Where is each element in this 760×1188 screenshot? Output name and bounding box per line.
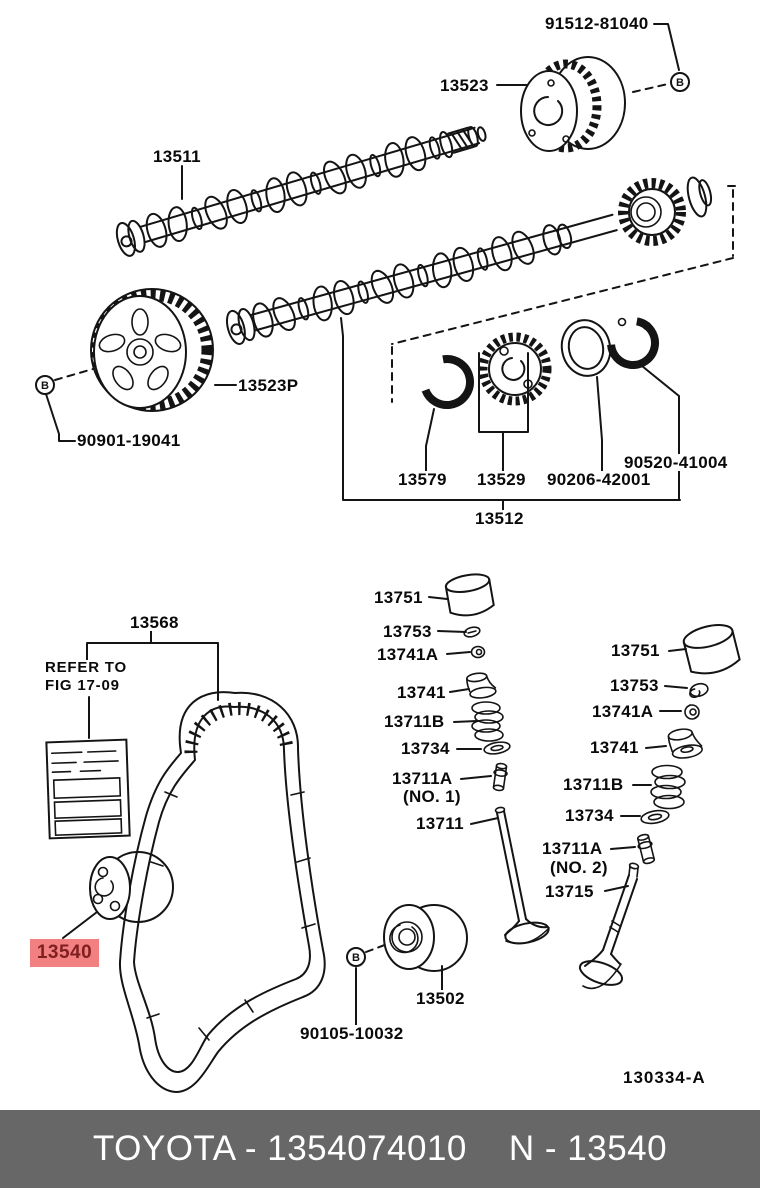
camshaft-no2-drawing [225,213,618,345]
highlighted-part-label-13540[interactable]: 13540 [30,939,99,967]
svg-text:B: B [41,380,49,392]
camshaft-gear-drawing [618,176,713,246]
idler-13502-drawing [383,904,468,972]
caution-label-drawing [45,738,131,840]
part-label-13711A-mid: 13711A [391,769,454,788]
part-label-13741A-right: 13741A [591,702,655,721]
part-label-13734-right: 13734 [564,806,615,825]
part-label-90105-10032: 90105-10032 [299,1024,405,1043]
cap-13753-right-drawing [689,682,709,698]
retainer-lock-13741A-mid-drawing [470,645,486,659]
pulley-13523-drawing [520,56,626,153]
lifter-13751-mid-drawing [444,573,495,617]
part-label-13753-right: 13753 [609,676,660,695]
gear-13529-drawing [478,332,552,406]
part-label-no1: (NO. 1) [402,787,462,806]
footer-bar: TOYOTA - 1354074010 N - 13540 [0,1110,760,1188]
guide-13711A-right-drawing [636,833,656,865]
part-label-90901-19041: 90901-19041 [76,431,182,450]
refer-note-line1: REFER TO [44,659,128,676]
part-label-13741-right: 13741 [589,738,640,757]
snap-ring-90520-drawing [607,317,659,369]
part-label-13579: 13579 [397,470,448,489]
part-label-13711A-right: 13711A [541,839,604,858]
retainer-lock-13741A-right-drawing [684,704,700,720]
part-label-90206-42001: 90206-42001 [546,470,652,489]
part-label-13741-mid: 13741 [396,683,447,702]
lifter-13751-right-drawing [682,624,741,675]
part-label-13734-mid: 13734 [400,739,451,758]
part-label-13512: 13512 [474,509,525,528]
snap-ring-13579-drawing [420,355,474,410]
part-label-91512-81040: 91512-81040 [544,14,650,33]
pulley-13523P-drawing [90,288,214,412]
part-label-13741A-mid: 13741A [376,645,440,664]
camshaft-no1-drawing [115,125,487,257]
footer-part-number: N - 13540 [508,1129,668,1168]
svg-text:B: B [676,77,684,89]
figure-code: 130334-A [622,1068,707,1087]
tensioner-13540-drawing [89,851,174,923]
valve-13711-drawing [494,806,550,945]
seat-13734-right-drawing [640,809,670,825]
spring-13711B-mid-drawing [471,701,504,742]
refer-note-line2: FIG 17-09 [44,677,121,694]
part-label-13711B-right: 13711B [562,775,625,794]
part-label-13715: 13715 [544,882,595,901]
part-label-13751-right: 13751 [610,641,661,660]
guide-13711A-mid-drawing [492,762,508,792]
part-label-13711B-mid: 13711B [383,712,446,731]
gasket-90206-drawing [560,319,612,377]
part-label-13751-mid: 13751 [373,588,424,607]
part-label-13711: 13711 [415,814,465,833]
part-label-13511: 13511 [152,147,202,166]
bolt-b-icon: B [35,375,55,395]
retainer-13741-mid-drawing [466,672,497,699]
part-label-13502: 13502 [415,989,466,1008]
part-label-13529: 13529 [476,470,527,489]
bolt-b-icon: B [346,947,366,967]
part-label-13753-mid: 13753 [382,622,433,641]
dashed-reference-lines [54,83,737,953]
part-label-13523P: 13523P [237,376,300,395]
footer-brand-part-number: TOYOTA - 1354074010 [92,1129,467,1168]
svg-text:B: B [352,952,360,964]
part-label-13523: 13523 [439,76,490,95]
valve-13715-drawing [578,862,640,990]
part-label-13568: 13568 [129,613,180,632]
part-label-no2: (NO. 2) [549,858,609,877]
spring-13711B-right-drawing [650,764,686,810]
bolt-b-icon: B [670,72,690,92]
timing-belt-drawing [118,691,326,1093]
seat-13734-mid-drawing [483,741,511,755]
part-label-90520-41004: 90520-41004 [623,453,729,472]
cap-13753-mid-drawing [463,626,481,638]
retainer-13741-right-drawing [667,728,703,759]
